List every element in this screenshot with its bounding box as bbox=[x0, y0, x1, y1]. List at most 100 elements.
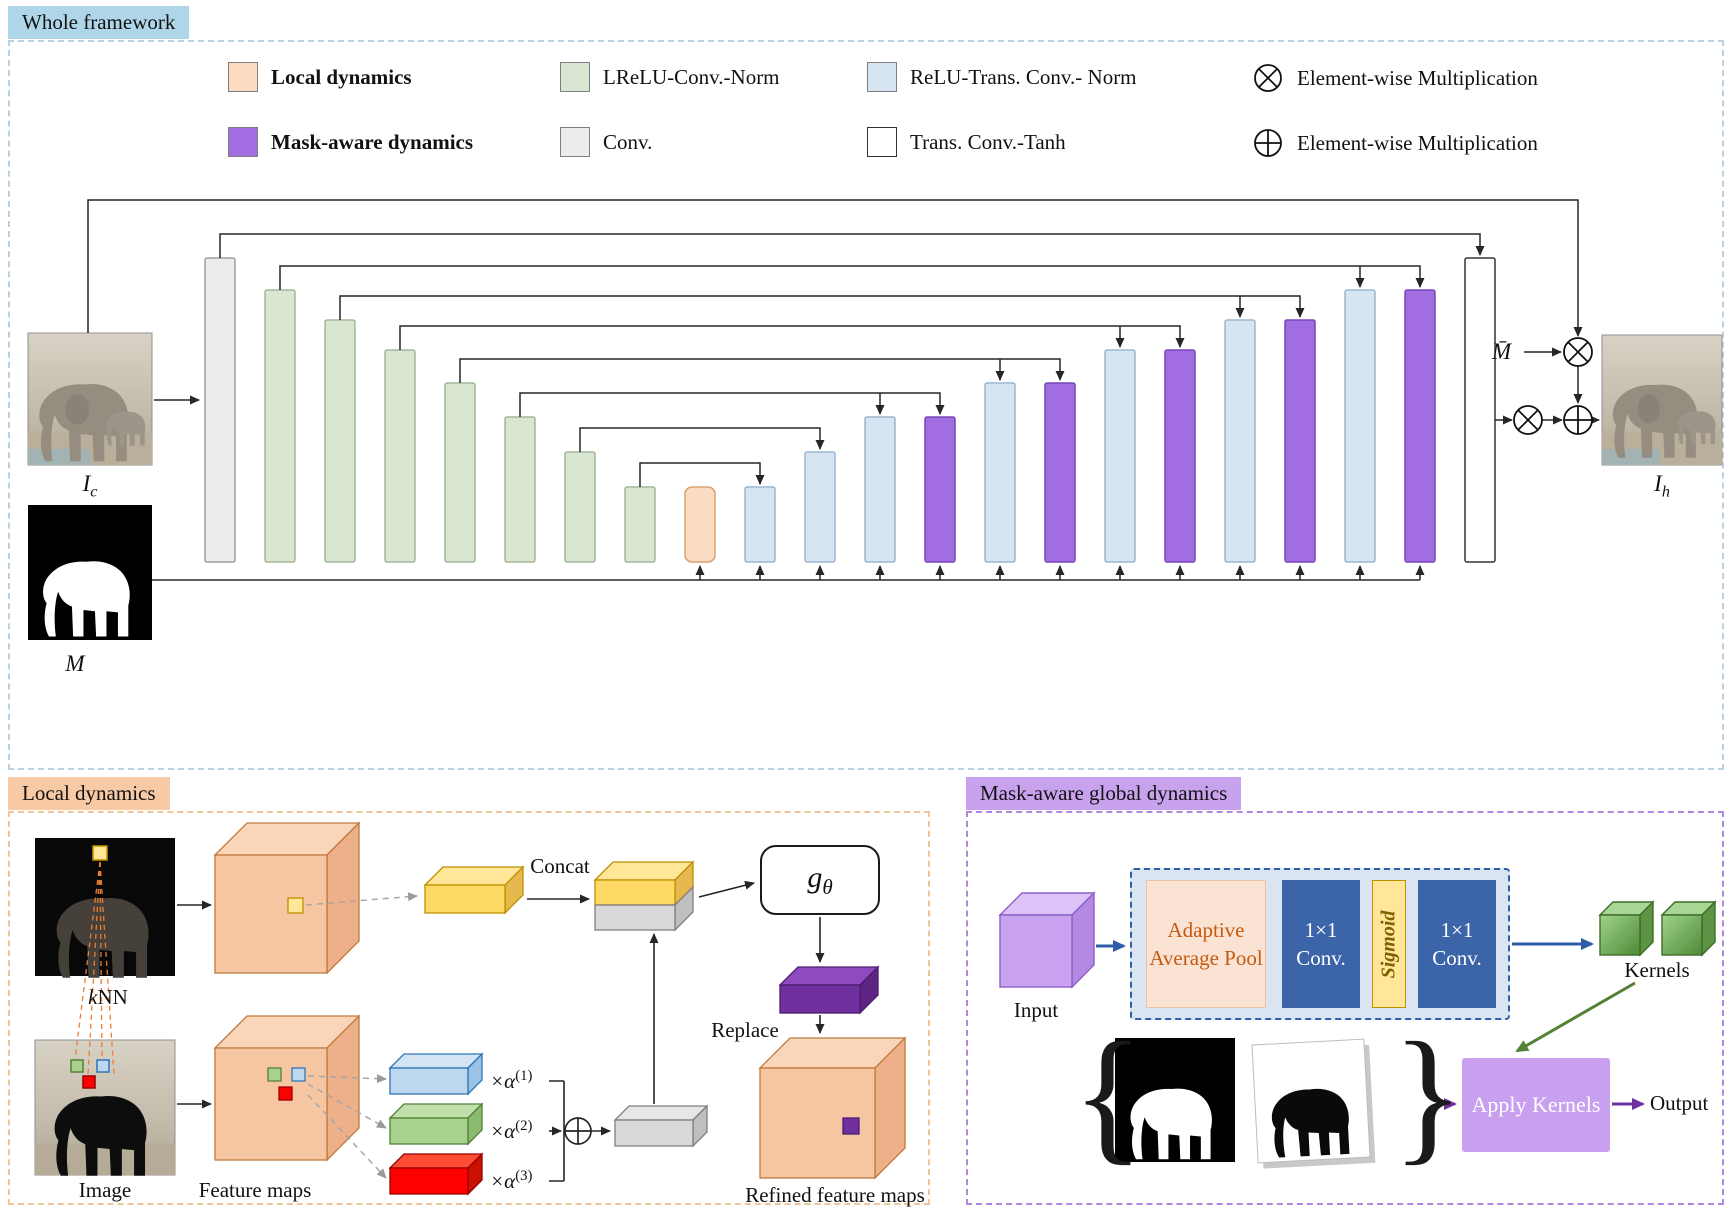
kernel-cubes bbox=[1598, 900, 1717, 957]
maskaware-arrows bbox=[1096, 938, 1645, 1110]
feature-patch-red bbox=[278, 1086, 293, 1101]
alpha-2-label: ×α(2) bbox=[490, 1118, 533, 1143]
unet-bar-decoder-7 bbox=[1344, 289, 1376, 563]
sigmoid-label: Sigmoid bbox=[1377, 910, 1400, 978]
unet-bar-decoder-2 bbox=[804, 451, 836, 563]
otimes-maskbar-node bbox=[1563, 337, 1593, 367]
knn-label: kNN bbox=[88, 985, 128, 1009]
unet-bars bbox=[204, 257, 1496, 563]
unet-bar-trans-tanh bbox=[1464, 257, 1496, 563]
legend-item-trans: Trans. Conv.-Tanh bbox=[867, 127, 1066, 157]
unet-bar-maskaware-3 bbox=[1164, 349, 1196, 563]
unet-bar-decoder-3 bbox=[864, 416, 896, 563]
feature-patch-green bbox=[267, 1067, 282, 1082]
main-flow-arrows bbox=[154, 347, 1600, 425]
input-cube-label: Input bbox=[1013, 998, 1059, 1022]
apply-kernels-box: Apply Kernels bbox=[1462, 1058, 1610, 1152]
whole-framework-tab: Whole framework bbox=[8, 6, 190, 39]
patch-green bbox=[70, 1059, 84, 1073]
unet-bar-maskaware-5 bbox=[1404, 289, 1436, 563]
unet-bar-conv bbox=[204, 257, 236, 563]
unet-bar-decoder-4 bbox=[984, 382, 1016, 563]
patch-red bbox=[82, 1075, 96, 1089]
unet-bar-maskaware-2 bbox=[1044, 382, 1076, 563]
unet-bar-decoder-6 bbox=[1224, 319, 1256, 563]
unet-bar-encoder-6 bbox=[564, 451, 596, 563]
unet-bar-encoder-1 bbox=[264, 289, 296, 563]
alpha-1-label: ×α(1) bbox=[490, 1068, 533, 1093]
unet-bar-encoder-7 bbox=[624, 486, 656, 563]
left-brace: { bbox=[1072, 1012, 1144, 1178]
mask-skip-arrows bbox=[152, 565, 1425, 581]
local-dynamics-tab: Local dynamics bbox=[8, 777, 170, 810]
legend-item-lrelu: LReLU-Conv.-Norm bbox=[560, 62, 780, 92]
composite-image-label: Image bbox=[78, 1178, 132, 1202]
refined-feature-maps-label: Refined feature maps bbox=[745, 1183, 925, 1207]
knn-image bbox=[35, 838, 175, 978]
unet-bar-decoder-1 bbox=[744, 486, 776, 563]
legend-swatch-trans bbox=[867, 127, 897, 157]
unet-bar-maskaware-1 bbox=[924, 416, 956, 563]
legend-item-mult1: Element-wise Multiplication bbox=[1252, 62, 1538, 94]
unet-bar-decoder-5 bbox=[1104, 349, 1136, 563]
feature-top-patch bbox=[287, 897, 304, 914]
unet-bar-local-dynamics bbox=[684, 486, 716, 563]
skip-connections bbox=[87, 199, 1583, 487]
oplus-output-node bbox=[1563, 405, 1593, 435]
concat-label: Concat bbox=[530, 854, 590, 878]
feature-maps-label: Feature maps bbox=[198, 1178, 312, 1202]
local-arrows bbox=[177, 880, 825, 1182]
unet-bar-encoder-4 bbox=[444, 382, 476, 563]
mask-label: M bbox=[65, 651, 85, 676]
legend-label-mask: Mask-aware dynamics bbox=[271, 129, 474, 154]
oplus-icon bbox=[1254, 129, 1282, 157]
alpha-3-label: ×α(3) bbox=[490, 1168, 533, 1193]
legend-swatch-relu bbox=[867, 62, 897, 92]
local-dashed-arrows bbox=[305, 892, 418, 1179]
mask-image-1 bbox=[1115, 1038, 1235, 1162]
legend-label-trans: Trans. Conv.-Tanh bbox=[910, 129, 1066, 154]
local-dynamics-panel bbox=[8, 811, 930, 1205]
unet-bar-maskaware-4 bbox=[1284, 319, 1316, 563]
conv1x1-box-2: 1×1 Conv. bbox=[1418, 880, 1496, 1008]
right-brace: } bbox=[1392, 1012, 1464, 1178]
input-cube bbox=[998, 891, 1096, 989]
oplus-local-node bbox=[564, 1117, 592, 1145]
legend-swatch-conv bbox=[560, 127, 590, 157]
alpha-slab-blue bbox=[388, 1052, 484, 1096]
concat-stack bbox=[593, 860, 695, 932]
knn-query-patch bbox=[92, 845, 108, 861]
legend-item-mult2: Element-wise Multiplication bbox=[1252, 127, 1538, 159]
unet-bar-encoder-2 bbox=[324, 319, 356, 563]
mask-bar-label: M̄ bbox=[1492, 339, 1512, 364]
replace-slab bbox=[778, 965, 880, 1015]
input-image-label: Ic bbox=[82, 471, 98, 501]
kernels-label: Kernels bbox=[1624, 958, 1690, 982]
unet-bar-encoder-3 bbox=[384, 349, 416, 563]
refined-feature-box bbox=[758, 1036, 907, 1180]
legend-item-local: Local dynamics bbox=[228, 62, 412, 92]
output-label: Output bbox=[1650, 1091, 1709, 1115]
feature-patch-blue bbox=[291, 1067, 306, 1082]
adaptive-pool-box: Adaptive Average Pool bbox=[1146, 880, 1266, 1008]
feature-box-top bbox=[213, 821, 361, 975]
otimes-icon bbox=[1254, 64, 1282, 92]
output-image bbox=[1601, 334, 1723, 466]
alpha-slab-green bbox=[388, 1102, 484, 1146]
patch-blue bbox=[96, 1059, 110, 1073]
legend-label-relu: ReLU-Trans. Conv.- Norm bbox=[910, 64, 1137, 89]
legend-label-lrelu: LReLU-Conv.-Norm bbox=[603, 64, 780, 89]
mask-image bbox=[28, 505, 152, 640]
whole-framework-panel bbox=[8, 40, 1724, 770]
sum-slab bbox=[613, 1104, 709, 1148]
legend-label-mult2: Element-wise Multiplication bbox=[1297, 130, 1538, 155]
otimes-output-node bbox=[1513, 405, 1543, 435]
replace-label: Replace bbox=[711, 1018, 779, 1042]
input-image bbox=[27, 332, 153, 466]
mask-aware-panel bbox=[966, 811, 1724, 1205]
legend-label-mult1: Element-wise Multiplication bbox=[1297, 65, 1538, 90]
conv1x1-box-1: 1×1 Conv. bbox=[1282, 880, 1360, 1008]
legend-swatch-local bbox=[228, 62, 258, 92]
